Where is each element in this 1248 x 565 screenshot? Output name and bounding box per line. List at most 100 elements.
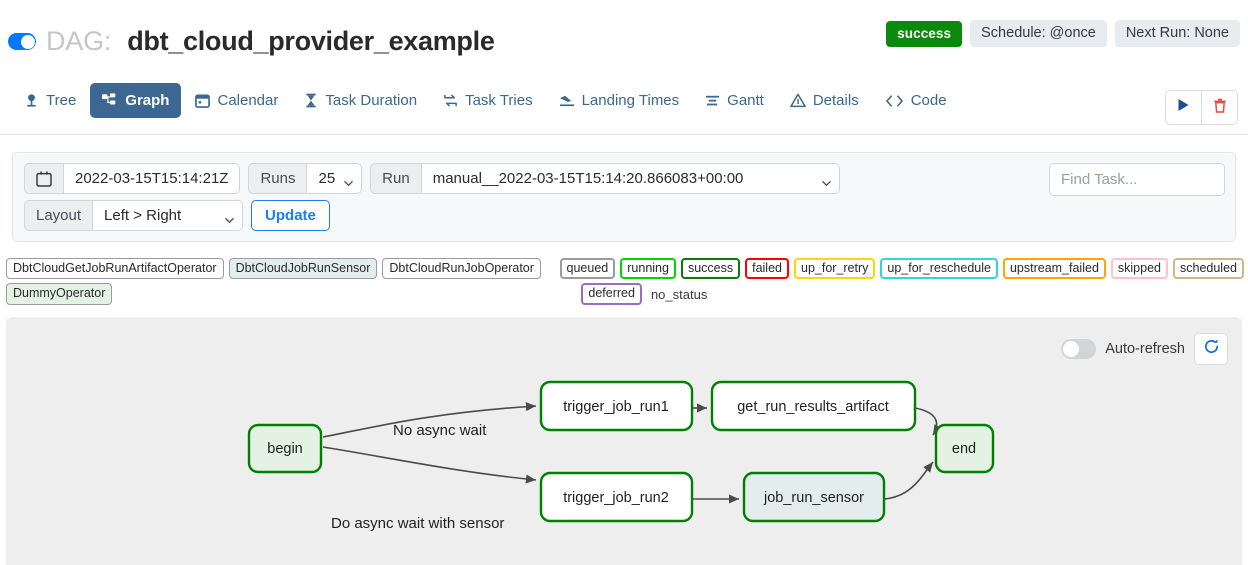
run-label: Run bbox=[370, 163, 422, 194]
calendar-icon bbox=[195, 93, 211, 108]
hourglass-icon bbox=[304, 93, 318, 108]
tab-calendar[interactable]: Calendar bbox=[183, 83, 290, 118]
run-group: Run manual__2022-03-15T15:14:20.866083+0… bbox=[370, 163, 840, 194]
delete-dag-button[interactable] bbox=[1201, 90, 1238, 125]
edge-artifact-to-end bbox=[914, 407, 943, 436]
tab-label: Graph bbox=[125, 92, 170, 109]
filter-panel: 2022-03-15T15:14:21Z Runs 25 Run manual_… bbox=[12, 152, 1236, 242]
tab-label: Calendar bbox=[217, 92, 279, 109]
node-label: job_run_sensor bbox=[763, 490, 864, 506]
tab-label: Tree bbox=[46, 92, 77, 109]
graph-node-begin[interactable]: begin bbox=[247, 423, 323, 474]
edge-label: No async wait bbox=[393, 422, 487, 439]
edge-begin-to-trigger1 bbox=[322, 402, 537, 438]
calendar-icon[interactable] bbox=[24, 163, 64, 194]
play-icon bbox=[1177, 98, 1190, 117]
tab-gantt[interactable]: Gantt bbox=[693, 83, 776, 118]
layout-value: Left > Right bbox=[104, 207, 182, 224]
tab-details[interactable]: Details bbox=[778, 83, 871, 118]
node-label: trigger_job_run1 bbox=[563, 399, 669, 415]
edge-begin-to-trigger2 bbox=[322, 446, 537, 484]
runs-group: Runs 25 bbox=[248, 163, 363, 194]
auto-refresh-label: Auto-refresh bbox=[1105, 341, 1185, 357]
operator-chip[interactable]: DbtCloudRunJobOperator bbox=[382, 258, 541, 280]
edge-sensor-to-end bbox=[883, 461, 934, 500]
refresh-button[interactable] bbox=[1194, 333, 1228, 365]
dag-graph-svg[interactable]: No async wait Do async wait with sensor … bbox=[6, 317, 1242, 565]
legend-row-2: DummyOperator deferred no_status bbox=[6, 283, 1244, 305]
execution-date-group: 2022-03-15T15:14:21Z bbox=[24, 163, 241, 194]
tab-task-duration[interactable]: Task Duration bbox=[292, 83, 429, 118]
view-tabs: Tree Graph Calendar Task Duration bbox=[12, 83, 959, 118]
toggle-knob bbox=[20, 34, 35, 49]
trigger-dag-button[interactable] bbox=[1165, 90, 1201, 125]
operator-chip[interactable]: DbtCloudGetJobRunArtifactOperator bbox=[6, 258, 224, 280]
graph-node-trigger_job_run1[interactable]: trigger_job_run1 bbox=[539, 380, 694, 432]
graph-node-get_run_results_artifact[interactable]: get_run_results_artifact bbox=[710, 380, 917, 432]
status-chip-upstream-failed[interactable]: upstream_failed bbox=[1002, 258, 1106, 280]
layout-label: Layout bbox=[24, 200, 94, 231]
graph-canvas-panel: Auto-refresh bbox=[6, 317, 1242, 565]
code-icon bbox=[885, 94, 904, 108]
run-select[interactable]: manual__2022-03-15T15:14:20.866083+00:00 bbox=[421, 163, 840, 194]
status-chip-success[interactable]: success bbox=[680, 258, 741, 280]
graph-node-job_run_sensor[interactable]: job_run_sensor bbox=[742, 471, 886, 523]
node-label: end bbox=[952, 441, 976, 457]
runs-select[interactable]: 25 bbox=[307, 163, 363, 194]
gantt-icon bbox=[705, 93, 720, 108]
runs-value: 25 bbox=[318, 170, 336, 187]
dag-pause-toggle[interactable] bbox=[8, 33, 36, 50]
update-button[interactable]: Update bbox=[251, 200, 330, 231]
dag-prefix-label: DAG: bbox=[46, 26, 112, 56]
status-chip-failed[interactable]: failed bbox=[745, 258, 789, 280]
filter-row-2: Layout Left > Right Update bbox=[24, 200, 330, 231]
graph-node-end[interactable]: end bbox=[934, 423, 995, 474]
tab-label: Landing Times bbox=[581, 92, 680, 109]
tab-label: Code bbox=[910, 92, 947, 109]
status-chip-queued[interactable]: queued bbox=[559, 258, 616, 280]
header-badges: success Schedule: @once Next Run: None bbox=[886, 20, 1240, 47]
tab-code[interactable]: Code bbox=[873, 83, 959, 118]
status-badge: success bbox=[886, 20, 963, 47]
layout-group: Layout Left > Right bbox=[24, 200, 244, 231]
legend: DbtCloudGetJobRunArtifactOperator DbtClo… bbox=[6, 258, 1244, 309]
find-task-input[interactable]: Find Task... bbox=[1049, 163, 1225, 196]
node-label: begin bbox=[267, 441, 302, 457]
status-chip-running[interactable]: running bbox=[620, 258, 676, 280]
schedule-badge[interactable]: Schedule: @once bbox=[970, 20, 1107, 47]
graph-nodes: begin trigger_job_run1 get_run_results_a… bbox=[247, 380, 995, 523]
dag-title: DAG: dbt_cloud_provider_example bbox=[8, 26, 495, 57]
graph-node-trigger_job_run2[interactable]: trigger_job_run2 bbox=[539, 471, 694, 523]
status-chip-skipped[interactable]: skipped bbox=[1110, 258, 1168, 280]
tab-graph[interactable]: Graph bbox=[90, 83, 182, 118]
chevron-down-icon bbox=[821, 175, 831, 186]
node-label: trigger_job_run2 bbox=[563, 490, 669, 506]
triangle-info-icon bbox=[790, 93, 806, 108]
status-chip-up-for-retry[interactable]: up_for_retry bbox=[794, 258, 876, 280]
status-chip-deferred[interactable]: deferred bbox=[581, 283, 642, 305]
operator-chip[interactable]: DummyOperator bbox=[6, 283, 113, 305]
auto-refresh-toggle[interactable] bbox=[1061, 339, 1097, 359]
auto-refresh-controls: Auto-refresh bbox=[1061, 333, 1228, 365]
status-chip-up-for-reschedule[interactable]: up_for_reschedule bbox=[880, 258, 998, 280]
execution-date-input[interactable]: 2022-03-15T15:14:21Z bbox=[64, 163, 241, 194]
status-chip-no-status: no_status bbox=[650, 286, 708, 302]
dag-action-buttons bbox=[1165, 90, 1238, 125]
tab-task-tries[interactable]: Task Tries bbox=[431, 83, 545, 118]
tab-label: Task Tries bbox=[465, 92, 533, 109]
operator-chip[interactable]: DbtCloudJobRunSensor bbox=[228, 258, 378, 280]
layout-select[interactable]: Left > Right bbox=[93, 200, 244, 231]
chevron-down-icon bbox=[344, 175, 353, 186]
chevron-down-icon bbox=[225, 212, 234, 223]
tab-landing-times[interactable]: Landing Times bbox=[547, 83, 692, 118]
tab-tree[interactable]: Tree bbox=[12, 83, 88, 118]
tab-label: Task Duration bbox=[325, 92, 418, 109]
view-tabs-bar: Tree Graph Calendar Task Duration bbox=[0, 78, 1248, 135]
node-label: get_run_results_artifact bbox=[737, 399, 889, 415]
refresh-icon bbox=[1203, 338, 1220, 360]
trash-icon bbox=[1213, 98, 1227, 118]
status-chip-scheduled[interactable]: scheduled bbox=[1173, 258, 1244, 280]
tab-label: Details bbox=[812, 92, 859, 109]
page-header: DAG: dbt_cloud_provider_example success … bbox=[0, 0, 1248, 72]
